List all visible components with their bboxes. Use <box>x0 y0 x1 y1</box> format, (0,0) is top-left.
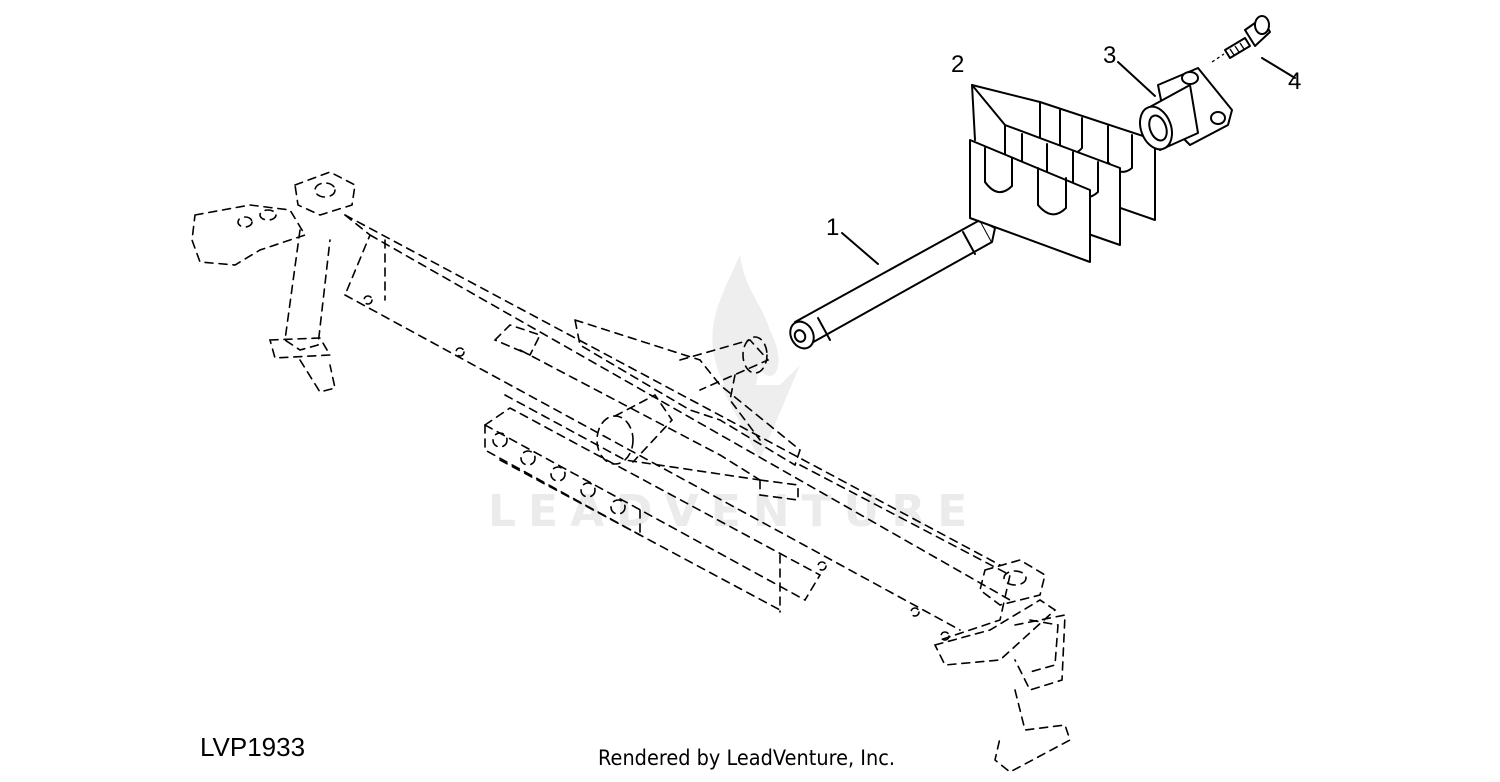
watermark-logo-icon <box>712 255 800 460</box>
part-1-pivot-pin <box>789 219 996 350</box>
render-credit: Rendered by LeadVenture, Inc. <box>598 746 895 770</box>
callout-3: 3 <box>1103 42 1117 69</box>
figure-id: LVP1933 <box>200 732 306 762</box>
part-3-flanged-bushing <box>1139 67 1233 151</box>
callout-1: 1 <box>826 214 840 241</box>
part-2-shims <box>969 84 1156 263</box>
callout-2: 2 <box>951 51 965 78</box>
part-4-cap-screw <box>1211 15 1271 63</box>
axle-housing <box>191 171 1071 773</box>
callout-leaders <box>841 57 1296 265</box>
callout-4: 4 <box>1288 68 1302 95</box>
